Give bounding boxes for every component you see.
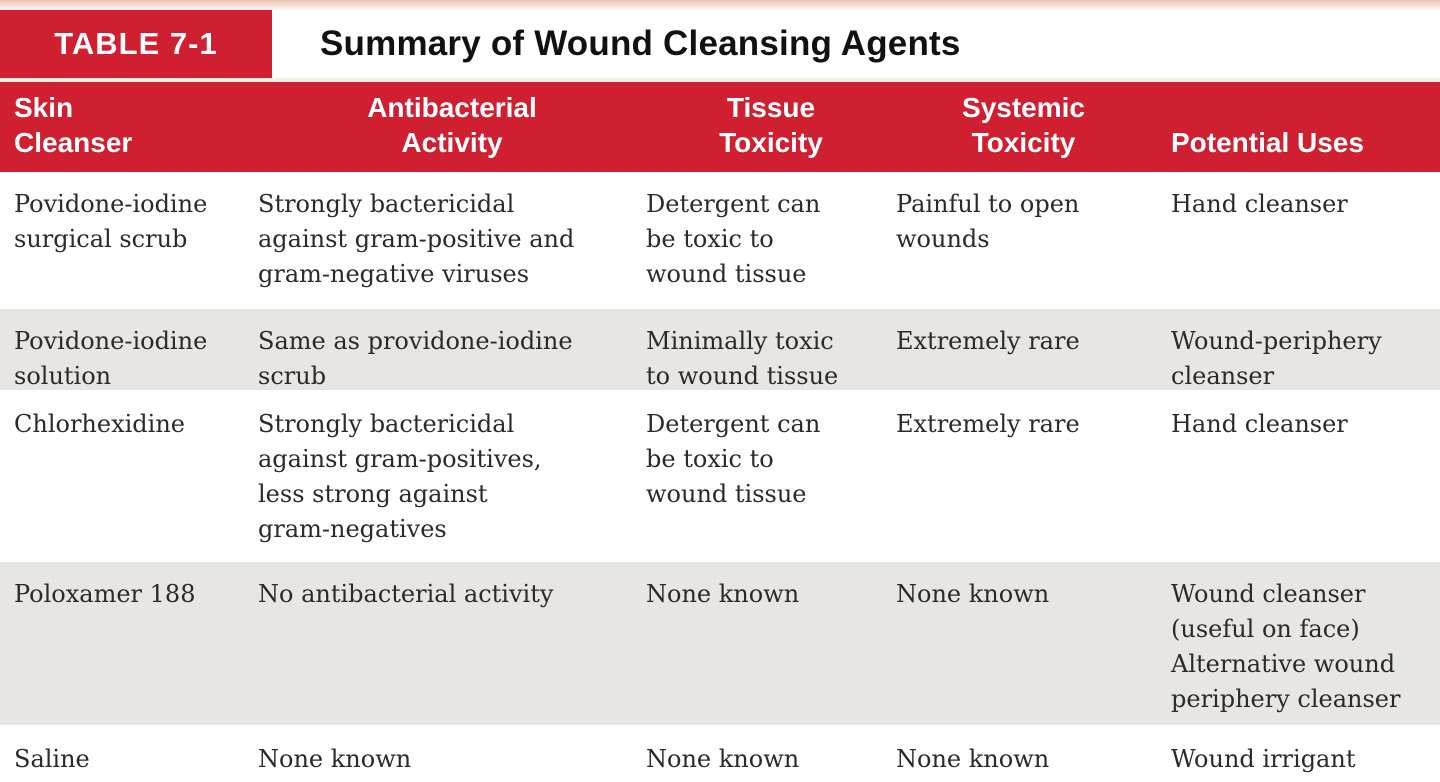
table-row-saline: Saline None known None known None known … xyxy=(0,727,1440,782)
cell-antibacterial: No antibacterial activity xyxy=(258,580,554,608)
table-title-band: TABLE 7-1 Summary of Wound Cleansing Age… xyxy=(0,10,1440,78)
table-title: Summary of Wound Cleansing Agents xyxy=(320,24,961,63)
cell-tissue-toxicity: Detergent can be toxic to wound tissue xyxy=(646,410,821,508)
table-row-poloxamer-188: Poloxamer 188 No antibacterial activity … xyxy=(0,560,1440,727)
cell-tissue-toxicity: None known xyxy=(646,745,800,773)
cell-antibacterial: None known xyxy=(258,745,412,773)
cell-skin-cleanser: Saline xyxy=(14,745,90,773)
cell-potential-uses: Wound-periphery cleanser xyxy=(1171,327,1382,390)
cell-tissue-toxicity: Detergent can be toxic to wound tissue xyxy=(646,190,821,288)
cell-potential-uses: Hand cleanser xyxy=(1171,190,1348,218)
cell-skin-cleanser: Povidone-iodine surgical scrub xyxy=(14,190,208,253)
table-row-chlorhexidine: Chlorhexidine Strongly bactericidal agai… xyxy=(0,392,1440,560)
page-bleed-strip xyxy=(0,0,1440,10)
column-header-tissue-toxicity: Tissue Toxicity xyxy=(719,92,823,158)
cell-potential-uses: Hand cleanser xyxy=(1171,410,1348,438)
cell-skin-cleanser: Chlorhexidine xyxy=(14,410,185,438)
column-header-skin-cleanser: Skin Cleanser xyxy=(14,92,133,158)
cell-tissue-toxicity: Minimally toxic to wound tissue xyxy=(646,327,839,390)
cell-antibacterial: Strongly bactericidal against gram-posit… xyxy=(258,410,542,543)
divider-rule xyxy=(0,78,1440,82)
column-header-systemic-toxicity: Systemic Toxicity xyxy=(962,92,1085,158)
cell-antibacterial: Strongly bactericidal against gram-posit… xyxy=(258,190,575,288)
column-header-potential-uses: Potential Uses xyxy=(1171,127,1364,158)
table-number-badge: TABLE 7-1 xyxy=(0,10,272,78)
cell-systemic-toxicity: Extremely rare xyxy=(896,410,1080,438)
cell-potential-uses: Wound irrigant xyxy=(1171,745,1356,773)
column-header-row: Skin Cleanser Antibacterial Activity Tis… xyxy=(0,82,1440,172)
cell-systemic-toxicity: Painful to open wounds xyxy=(896,190,1080,253)
column-header-antibacterial-activity: Antibacterial Activity xyxy=(367,92,537,158)
cell-skin-cleanser: Poloxamer 188 xyxy=(14,580,196,608)
cell-potential-uses: Wound cleanser (useful on face) Alternat… xyxy=(1171,580,1401,713)
cell-antibacterial: Same as providone-iodine scrub xyxy=(258,327,573,390)
cell-systemic-toxicity: None known xyxy=(896,745,1050,773)
cell-systemic-toxicity: None known xyxy=(896,580,1050,608)
cell-systemic-toxicity: Extremely rare xyxy=(896,327,1080,355)
cell-skin-cleanser: Povidone-iodine solution xyxy=(14,327,208,390)
table-row-povidone-iodine-surgical-scrub: Povidone-iodine surgical scrub Strongly … xyxy=(0,172,1440,307)
table-row-povidone-iodine-solution: Povidone-iodine solution Same as provido… xyxy=(0,307,1440,392)
cell-tissue-toxicity: None known xyxy=(646,580,800,608)
